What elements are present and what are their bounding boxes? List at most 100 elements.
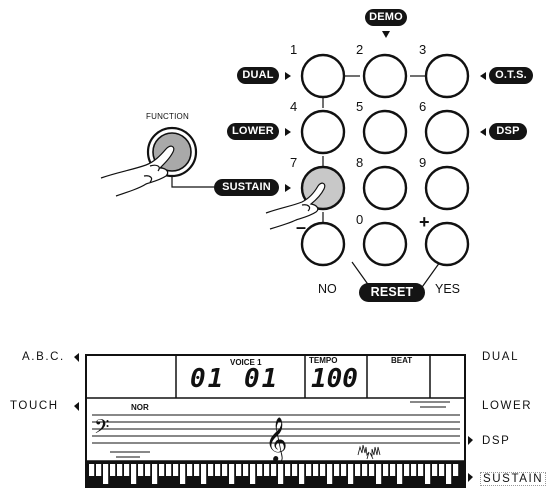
lcd-key-slot bbox=[145, 464, 151, 476]
key-2[interactable] bbox=[362, 53, 408, 99]
beat-label: BEAT bbox=[391, 356, 413, 365]
lcd-key-slot bbox=[173, 464, 179, 476]
touch-label: TOUCH bbox=[10, 400, 59, 412]
key-number-4: 4 bbox=[290, 99, 298, 114]
lcd-key-slot bbox=[306, 464, 312, 476]
hand-icon-function bbox=[100, 145, 175, 197]
key-minus[interactable] bbox=[300, 221, 346, 267]
lcd-key-slot bbox=[131, 464, 137, 484]
lcd-key-slot bbox=[299, 464, 305, 484]
lcd-key-slot bbox=[411, 464, 417, 476]
lcd-key-slot bbox=[152, 464, 158, 484]
lcd-key-slot bbox=[103, 464, 109, 484]
staff-lines bbox=[92, 401, 460, 458]
lcd-key-slot bbox=[250, 464, 256, 484]
key-plus[interactable] bbox=[424, 221, 470, 267]
lcd-key-slot bbox=[243, 464, 249, 476]
key-number-7: 7 bbox=[290, 155, 298, 170]
lcd-key-slot bbox=[439, 464, 445, 476]
lcd-key-slot bbox=[166, 464, 172, 476]
lcd-key-slot bbox=[383, 464, 389, 476]
hand-icon-key bbox=[265, 182, 326, 230]
key-number-5: 5 bbox=[356, 99, 364, 114]
lcd-key-slot bbox=[278, 464, 284, 484]
voice-label: VOICE 1 bbox=[230, 358, 262, 367]
lcd-key-slot bbox=[229, 464, 235, 484]
lcd-keyboard-keys bbox=[89, 464, 459, 484]
lcd-key-slot bbox=[418, 464, 424, 476]
lcd-key-slot bbox=[96, 464, 102, 476]
lcd-display: 𝄢 𝄞 bbox=[74, 353, 473, 488]
lcd-key-slot bbox=[159, 464, 165, 476]
lcd-key-slot bbox=[376, 464, 382, 484]
lcd-key-slot bbox=[89, 464, 95, 476]
lcd-key-slot bbox=[320, 464, 326, 476]
sustain-tag: SUSTAIN bbox=[214, 179, 279, 196]
minus-sign: – bbox=[296, 217, 306, 237]
lcd-key-slot bbox=[425, 464, 431, 484]
lcd-key-slot bbox=[327, 464, 333, 484]
lower-arrow-icon bbox=[285, 128, 291, 136]
key-8[interactable] bbox=[362, 165, 408, 211]
reset-tag: RESET bbox=[359, 283, 425, 302]
plus-sign: + bbox=[419, 212, 430, 232]
key-number-2: 2 bbox=[356, 42, 364, 57]
sustain-arrow-icon bbox=[285, 184, 291, 192]
lcd-key-slot bbox=[348, 464, 354, 484]
key-number-6: 6 bbox=[419, 99, 427, 114]
ots-arrow-icon bbox=[480, 72, 486, 80]
dual-arrow-icon bbox=[285, 72, 291, 80]
lcd-key-slot bbox=[446, 464, 452, 484]
function-label: FUNCTION bbox=[146, 112, 189, 121]
yes-label: YES bbox=[435, 282, 461, 296]
key-6[interactable] bbox=[424, 109, 470, 155]
keypad-diagram: – + bbox=[100, 53, 470, 291]
lcd-key-slot bbox=[334, 464, 340, 476]
lower-tag: LOWER bbox=[227, 123, 279, 140]
no-label: NO bbox=[318, 282, 337, 296]
bass-clef-icon: 𝄢 bbox=[94, 416, 109, 443]
lcd-key-slot bbox=[264, 464, 270, 476]
key-number-8: 8 bbox=[356, 155, 364, 170]
tempo-label: TEMPO bbox=[309, 356, 338, 365]
abc-indicator-icon bbox=[74, 353, 79, 362]
key-4[interactable] bbox=[300, 109, 346, 155]
key-3[interactable] bbox=[424, 53, 470, 99]
voice-number-display-a: 01 bbox=[190, 364, 226, 394]
lcd-key-slot bbox=[362, 464, 368, 476]
lcd-key-slot bbox=[341, 464, 347, 476]
key-number-1: 1 bbox=[290, 42, 298, 57]
lcd-key-slot bbox=[369, 464, 375, 476]
lcd-key-slot bbox=[236, 464, 242, 476]
hands-icon bbox=[357, 444, 381, 460]
key-9[interactable] bbox=[424, 165, 470, 211]
lcd-key-slot bbox=[187, 464, 193, 476]
dsp-arrow-icon bbox=[480, 128, 486, 136]
key-0[interactable] bbox=[362, 221, 408, 267]
lcd-key-slot bbox=[355, 464, 361, 476]
lcd-key-slot bbox=[271, 464, 277, 476]
lcd-key-slot bbox=[208, 464, 214, 476]
lcd-key-slot bbox=[313, 464, 319, 476]
lcd-key-slot bbox=[404, 464, 410, 476]
abc-label: A.B.C. bbox=[22, 351, 65, 363]
key-5[interactable] bbox=[362, 109, 408, 155]
lcd-key-slot bbox=[194, 464, 200, 476]
dual-tag: DUAL bbox=[237, 67, 279, 84]
lcd-key-slot bbox=[180, 464, 186, 484]
lcd-key-slot bbox=[117, 464, 123, 476]
lcd-key-slot bbox=[110, 464, 116, 476]
key-number-3: 3 bbox=[419, 42, 427, 57]
lower-label: LOWER bbox=[482, 400, 533, 412]
lcd-key-slot bbox=[257, 464, 263, 476]
lcd-key-slot bbox=[292, 464, 298, 476]
key-1[interactable] bbox=[300, 53, 346, 99]
key-number-0: 0 bbox=[356, 212, 364, 227]
sustain-label: SUSTAIN bbox=[480, 472, 547, 486]
ots-tag: O.T.S. bbox=[489, 67, 533, 84]
touch-indicator-icon bbox=[74, 402, 79, 411]
dual-label: DUAL bbox=[482, 351, 520, 363]
lcd-key-slot bbox=[397, 464, 403, 484]
voice-number-display-b: 01 bbox=[244, 364, 280, 394]
key-number-9: 9 bbox=[419, 155, 427, 170]
